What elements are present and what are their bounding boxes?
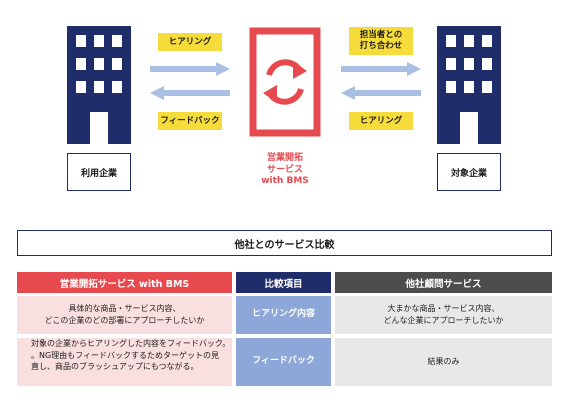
row2-other-cell: 結果のみ [335, 338, 552, 386]
header-item: 比較項目 [236, 272, 331, 293]
cell-line: 。NG理由もフィードバックするためターゲットの見 [31, 350, 220, 360]
cell-line: 直し、商品のブラッシュアップにもつながる。 [31, 362, 199, 372]
arrow-right-icon [341, 62, 421, 76]
right-top-tag: 担当者との 打ち合わせ [349, 27, 413, 55]
bms-label-line: 営業開拓 [266, 153, 303, 163]
cell-line: どんな企業にアプローチしたいか [383, 316, 504, 325]
header-other: 他社顧問サービス [335, 272, 552, 293]
comparison-title: 他社とのサービス比較 [17, 230, 552, 256]
cell-line: 対象の企業からヒアリングした内容をフィードバック。 [31, 339, 231, 348]
cell-line: 大まかな商品・サービス内容、 [387, 304, 500, 314]
right-top-tag-line: 打ち合わせ [359, 41, 403, 51]
row2-item-cell: フィードバック [236, 338, 331, 386]
bms-label-line: サービス [266, 164, 303, 175]
right-company-label: 対象企業 [437, 153, 501, 191]
bms-cycle-icon [249, 27, 321, 141]
bms-center-label: 営業開拓 サービス with BMS [245, 153, 325, 188]
left-company-label: 利用企業 [67, 153, 131, 191]
left-bottom-tag: フィードバック [158, 112, 222, 130]
cell-line: 具体的な商品・サービス内容、 [68, 304, 181, 314]
left-building-icon [67, 26, 131, 144]
row1-item-cell: ヒアリング内容 [236, 296, 331, 334]
row1-other-cell: 大まかな商品・サービス内容、 どんな企業にアプローチしたいか [335, 296, 552, 334]
cell-line: どこの企業のどの部署にアプローチしたいか [44, 316, 205, 325]
left-top-tag: ヒアリング [158, 33, 222, 51]
row1-bms-cell: 具体的な商品・サービス内容、 どこの企業のどの部署にアプローチしたいか [17, 296, 232, 334]
header-bms: 営業開拓サービス with BMS [17, 272, 232, 293]
right-top-tag-line: 担当者との [359, 30, 403, 41]
bms-label-line: with BMS [261, 176, 309, 187]
right-bottom-tag: ヒアリング [349, 112, 413, 130]
right-building-icon [437, 26, 501, 144]
arrow-left-icon [341, 86, 421, 100]
arrow-right-icon [150, 62, 230, 76]
arrow-left-icon [150, 86, 230, 100]
row2-bms-cell: 対象の企業からヒアリングした内容をフィードバック。 。NG理由もフィードバックす… [17, 338, 232, 386]
cell-line: 結果のみ [427, 357, 460, 367]
